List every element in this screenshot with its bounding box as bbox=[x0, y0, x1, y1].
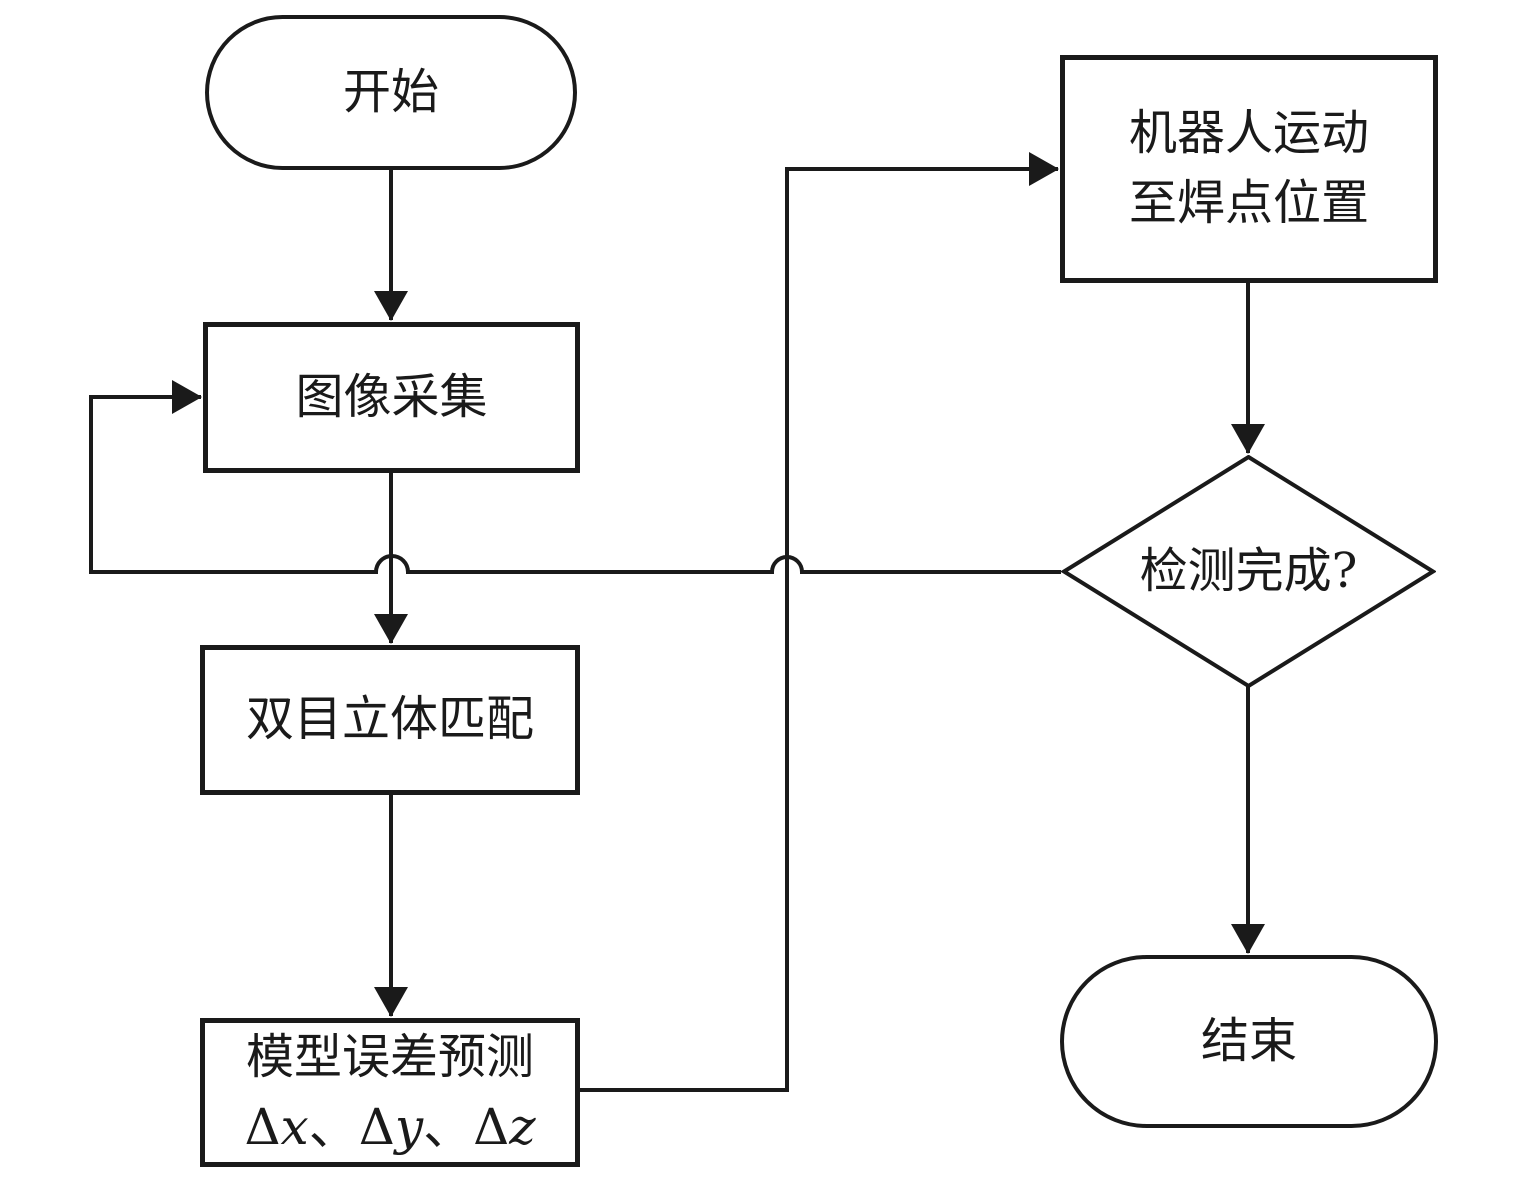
separator: 、 bbox=[423, 1098, 474, 1157]
delta-symbol: Δ bbox=[244, 1098, 281, 1157]
node-robot-motion: 机器人运动 至焊点位置 bbox=[1060, 55, 1438, 283]
node-start: 开始 bbox=[205, 15, 577, 170]
node-decision: 检测完成? bbox=[1061, 455, 1436, 688]
delta-symbol: Δ bbox=[473, 1098, 510, 1157]
separator: 、 bbox=[308, 1098, 359, 1157]
node-stereo-matching-label: 双目立体匹配 bbox=[245, 691, 534, 748]
node-image-capture-label: 图像采集 bbox=[295, 368, 488, 425]
node-robot-motion-line1: 机器人运动 bbox=[1128, 105, 1369, 162]
delta-symbol: Δ bbox=[358, 1098, 395, 1157]
node-model-error-prediction: 模型误差预测 Δx、Δy、Δz bbox=[200, 1018, 580, 1167]
node-decision-label: 检测完成? bbox=[1139, 542, 1358, 599]
node-model-error-line1: 模型误差预测 bbox=[245, 1028, 534, 1085]
node-stereo-matching: 双目立体匹配 bbox=[200, 645, 580, 795]
node-end: 结束 bbox=[1060, 955, 1438, 1128]
delta-x: x bbox=[280, 1098, 309, 1157]
delta-z: z bbox=[509, 1098, 536, 1157]
node-model-error-line2: Δx、Δy、Δz bbox=[244, 1092, 535, 1162]
node-start-label: 开始 bbox=[342, 63, 439, 120]
delta-y: y bbox=[394, 1098, 424, 1157]
edge-model-to-robot bbox=[578, 152, 1059, 1092]
decision-diamond-shape bbox=[1061, 455, 1436, 688]
node-image-capture: 图像采集 bbox=[203, 322, 580, 473]
node-robot-motion-line2: 至焊点位置 bbox=[1128, 175, 1369, 231]
node-end-label: 结束 bbox=[1200, 1012, 1297, 1069]
